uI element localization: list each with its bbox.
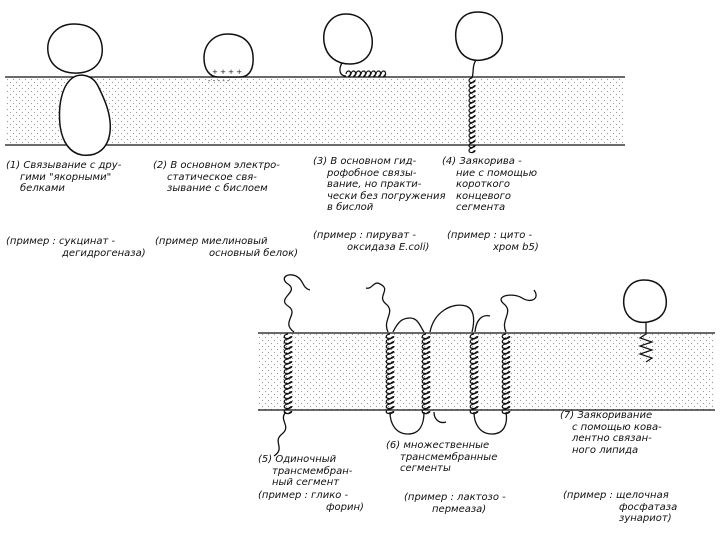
caption-2-line: статическое свя- [167, 171, 257, 183]
caption-3-example-line: оксидаза E.coli) [347, 241, 430, 253]
caption-5-line: трансмембран- [272, 465, 353, 477]
caption-2-example: (пример миелиновый основный белок) [155, 236, 298, 259]
caption-4-example: (пример : цито - хром b5) [447, 230, 539, 253]
caption-1-example-line: дегидрогеназа) [62, 247, 146, 259]
caption-2-example-line: (пример миелиновый [155, 236, 268, 247]
caption-2: (2) В основном электро- статическое свя-… [153, 160, 280, 195]
caption-4-example-line: хром b5) [493, 241, 539, 253]
caption-1-line: (1) Связывание с дру- [6, 160, 122, 171]
caption-5-example-line: форин) [326, 501, 364, 513]
caption-7: (7) Заякоривание с помощью кова- лентно … [560, 410, 662, 456]
protein-1-anchored-to-protein [47, 23, 112, 156]
caption-7-example-line: (пример : щелочная [563, 490, 669, 501]
caption-6: (6) множественные трансмембранные сегмен… [386, 440, 497, 475]
protein-4-terminal-segment [454, 11, 504, 154]
caption-3-line: вание, но практи- [327, 179, 422, 190]
caption-5-example-line: (пример : глико - [258, 490, 349, 501]
caption-3-line: (3) В основном гид- [313, 156, 417, 167]
caption-4-example-line: (пример : цито - [447, 230, 533, 241]
caption-3-line: рофобное связы- [327, 167, 417, 179]
caption-7-line: лентно связан- [572, 433, 652, 444]
caption-6-line: (6) множественные [386, 440, 490, 451]
caption-4-line: концевого [456, 190, 512, 202]
caption-4-line: короткого [456, 179, 510, 190]
svg-text:- - - - -: - - - - - [208, 77, 230, 85]
caption-6-line: сегменты [400, 463, 451, 474]
caption-5-line: (5) Одиночный [258, 454, 337, 465]
caption-7-line: ного липида [572, 444, 639, 456]
protein-6-multiple-transmembrane [365, 282, 537, 435]
caption-1-example-line: (пример : сукцинат - [6, 236, 116, 247]
caption-6-example-line: (пример : лактозо - [404, 492, 506, 503]
protein-2-electrostatic: - - - - - + + + + [203, 33, 254, 85]
protein-3-hydrophobic [323, 13, 387, 78]
caption-5-example: (пример : глико - форин) [258, 490, 364, 513]
caption-7-line: (7) Заякоривание [560, 410, 653, 421]
protein-7-lipid-anchor [622, 279, 668, 363]
caption-5: (5) Одиночный трансмембран- ный сегмент [258, 454, 352, 489]
caption-7-line: с помощью кова- [572, 421, 662, 433]
caption-1-example: (пример : сукцинат - дегидрогеназа) [6, 236, 146, 259]
bottom-membrane [258, 332, 715, 411]
caption-7-example: (пример : щелочная фосфатаза зунариот) [563, 490, 677, 525]
caption-7-example-line: фосфатаза [619, 501, 678, 513]
caption-3: (3) В основном гид- рофобное связы- вани… [313, 156, 445, 214]
caption-4-line: (4) Заякорива - [442, 156, 522, 167]
protein-5-single-transmembrane [273, 274, 311, 457]
caption-4-line: сегмента [456, 202, 506, 213]
caption-6-line: трансмембранные [400, 451, 498, 463]
caption-1-line: белками [20, 183, 65, 194]
caption-4-line: ние с помощью [456, 167, 538, 179]
caption-1-line: гими "якорными" [20, 171, 112, 183]
caption-7-example-line: зунариот) [619, 513, 672, 524]
caption-3-line: чески без погружения [327, 190, 446, 202]
caption-2-line: зывание с бислоем [167, 183, 268, 194]
caption-2-line: (2) В основном электро- [153, 160, 280, 171]
svg-text:+ + + +: + + + + [212, 68, 242, 76]
caption-3-example-line: (пример : пируват - [313, 230, 416, 241]
caption-2-example-line: основный белок) [209, 247, 299, 259]
caption-3-example: (пример : пируват - оксидаза E.coli) [313, 230, 429, 253]
caption-5-line: ный сегмент [272, 477, 340, 488]
caption-1: (1) Связывание с дру- гими "якорными" бе… [6, 160, 121, 195]
caption-6-example: (пример : лактозо - пермеаза) [404, 492, 506, 515]
caption-3-line: в бислой [327, 202, 374, 213]
caption-6-example-line: пермеаза) [432, 503, 487, 515]
caption-4: (4) Заякорива - ние с помощью короткого … [442, 156, 537, 214]
